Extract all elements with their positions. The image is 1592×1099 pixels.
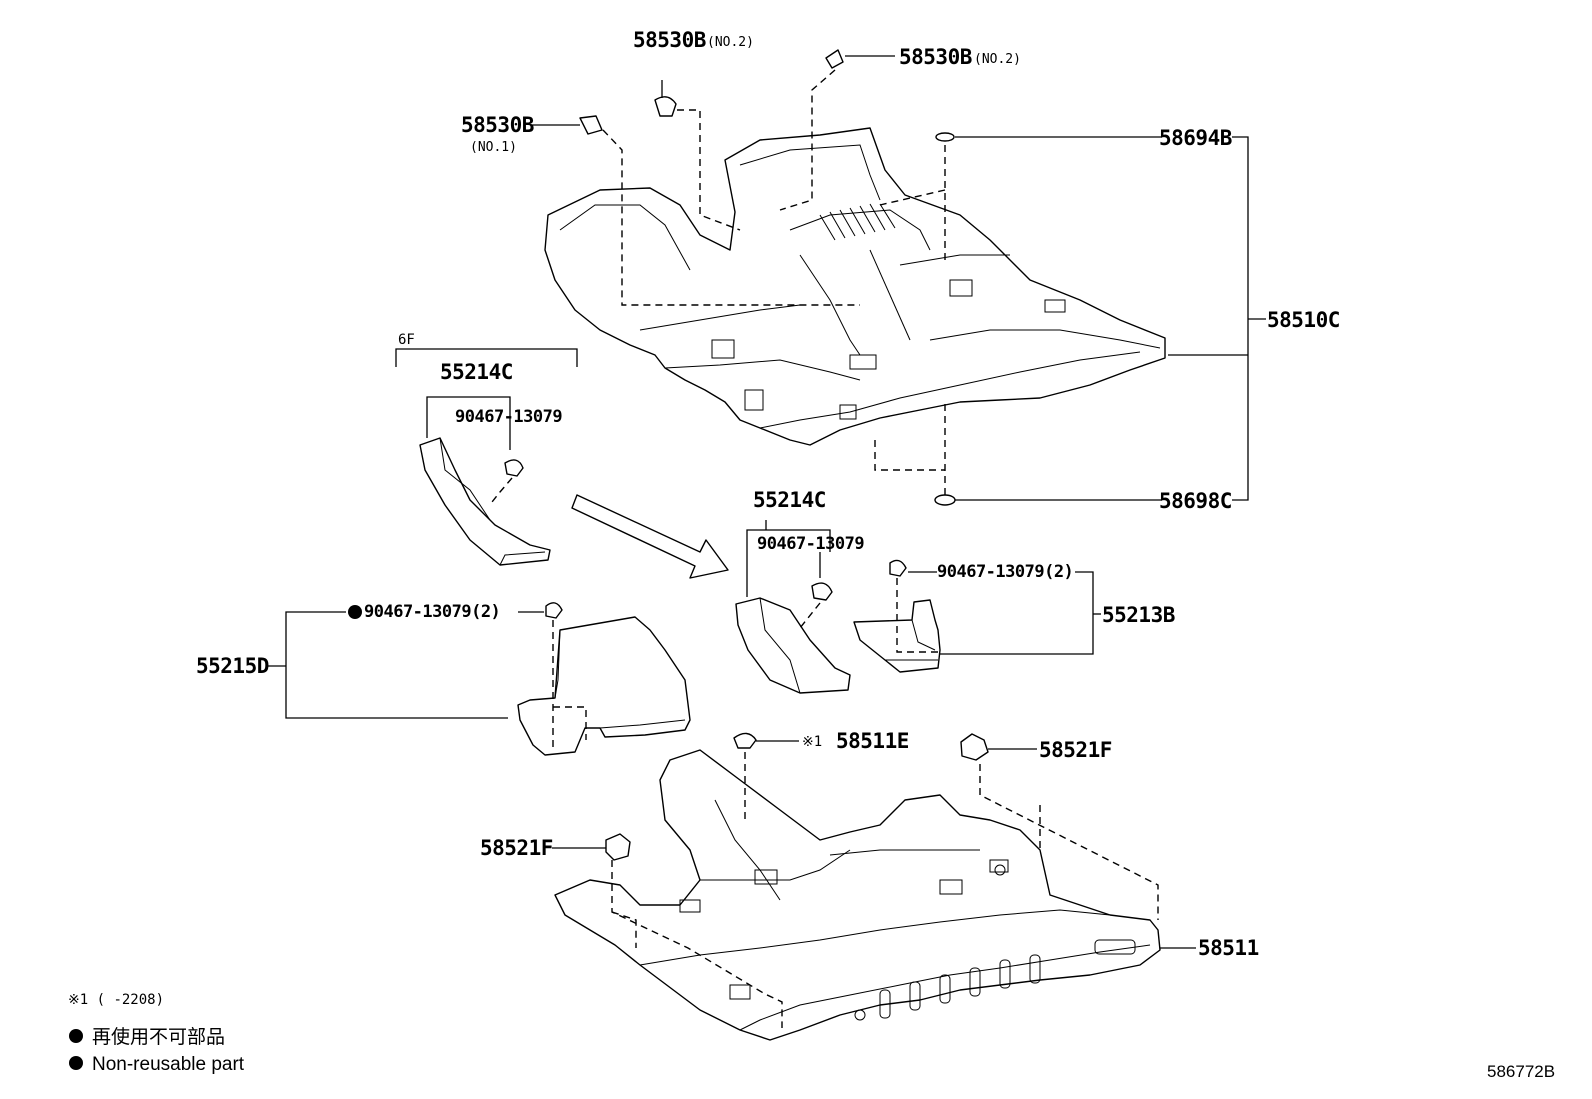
floor-panel-illustration: [554, 749, 1161, 1041]
part-label-58521f-left: 58521F: [480, 836, 553, 860]
part-label-58530b-top: 58530B: [633, 28, 706, 52]
floor-carpet-assembly-illustration: [544, 127, 1166, 446]
part-label-55214c-upper: 55214C: [440, 360, 513, 384]
clip-fastener-icons-top: [579, 49, 956, 506]
part-note-58530b-top: (NO.2): [707, 35, 754, 50]
part-label-58530b-left: 58530B: [461, 113, 534, 137]
part-label-55215d: 55215D: [196, 654, 269, 678]
direction-arrow: [571, 494, 729, 579]
part-label-90467-upper: 90467-13079: [455, 407, 562, 427]
legend-nonreusable-en: Non-reusable part: [92, 1054, 245, 1075]
part-label-90467-lower: 90467-13079: [757, 534, 864, 554]
part-label-58698c: 58698C: [1159, 489, 1232, 513]
part-label-58694b: 58694B: [1159, 126, 1232, 150]
part-label-90467-2-right: 90467-13079(2): [937, 562, 1073, 582]
legend-footnote: ※1 ( -2208): [68, 992, 164, 1008]
part-label-90467-2-left: 90467-13079(2): [364, 602, 500, 622]
legend-nonreusable-jp: 再使用不可部品: [92, 1026, 225, 1048]
part-note-58511e: ※1: [802, 734, 822, 750]
part-label-58510c: 58510C: [1267, 308, 1340, 332]
part-label-55214c-lower: 55214C: [753, 488, 826, 512]
diagram-id: 586772B: [1487, 1062, 1555, 1081]
part-note-58530b-left: (NO.1): [470, 140, 517, 155]
part-note-58530b-right: (NO.2): [974, 52, 1021, 67]
part-label-58530b-right: 58530B: [899, 45, 972, 69]
part-label-55213b: 55213B: [1102, 603, 1175, 627]
part-label-58521f-right: 58521F: [1039, 738, 1112, 762]
part-label-6f: 6F: [398, 332, 415, 348]
part-label-58511: 58511: [1198, 936, 1259, 960]
part-label-58511e: 58511E: [836, 729, 909, 753]
